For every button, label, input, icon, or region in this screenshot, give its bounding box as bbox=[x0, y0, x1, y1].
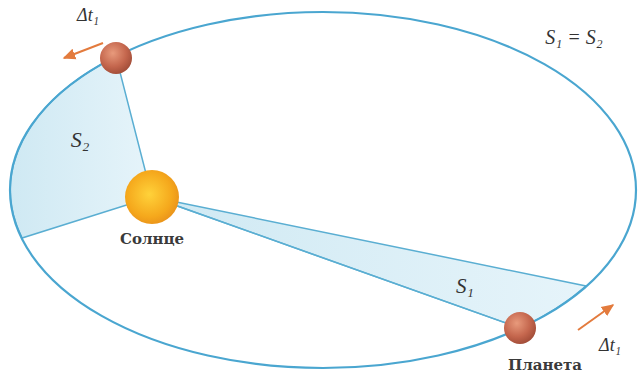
area-sector bbox=[152, 197, 586, 328]
planet-circle bbox=[504, 312, 536, 344]
node-shape bbox=[480, 312, 610, 346]
area-label: S₁ bbox=[456, 275, 474, 298]
area-label: S₂ bbox=[71, 128, 90, 152]
planet-circle bbox=[100, 42, 132, 74]
sun-circle bbox=[125, 170, 179, 224]
body-label: Солнце bbox=[112, 168, 192, 248]
motion-arrow bbox=[578, 305, 613, 330]
planet-node: Планета bbox=[480, 312, 610, 374]
node-shape bbox=[112, 168, 192, 226]
time-interval-label: Δt₁ bbox=[77, 6, 99, 26]
radius-line bbox=[177, 206, 504, 323]
body-label: Планета bbox=[480, 312, 610, 374]
sun-node: Солнце bbox=[112, 168, 192, 248]
time-interval-label: Δt₁ bbox=[599, 336, 621, 356]
motion-arrow bbox=[64, 43, 103, 58]
area-label: S₁ = S₂ bbox=[545, 26, 602, 48]
orbit-ellipse bbox=[10, 12, 636, 368]
